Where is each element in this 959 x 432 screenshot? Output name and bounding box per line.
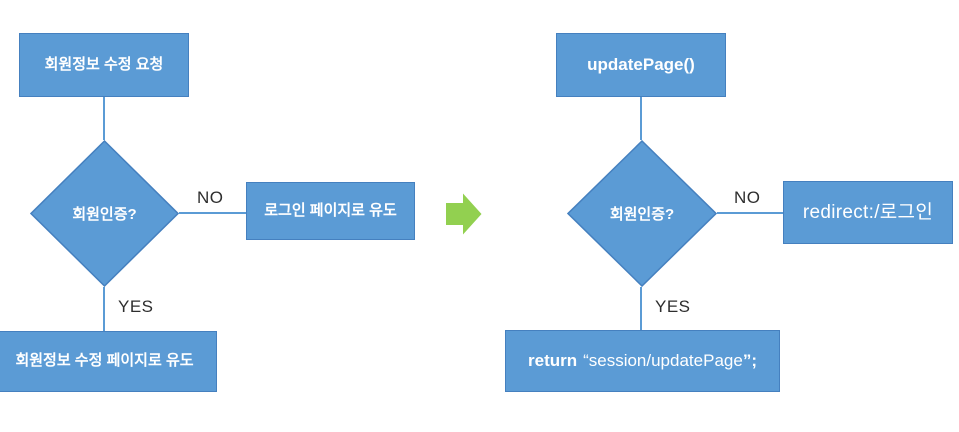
left-start-box-label: 회원정보 수정 요청 [44, 55, 164, 73]
return-tail: ”; [742, 351, 757, 371]
left-decision-label: 회원인증? [72, 206, 137, 223]
left-yes-edge-label: YES [118, 297, 154, 316]
right-connector-start-to-decision [640, 97, 642, 140]
diamond-shape [30, 140, 179, 287]
right-no-edge-label: NO [734, 188, 761, 207]
left-connector-yes [103, 287, 105, 331]
block-arrow-right-icon [446, 193, 482, 240]
right-decision-label: 회원인증? [609, 206, 675, 223]
right-no-box: redirect:/로그인 [783, 181, 953, 244]
left-no-box: 로그인 페이지로 유도 [246, 182, 415, 240]
return-body: “session/updatePage [583, 351, 743, 371]
right-decision-diamond: 회원인증? [567, 140, 717, 287]
return-keyword: return [528, 351, 578, 371]
right-connector-no [717, 212, 783, 214]
right-no-box-label: redirect:/로그인 [802, 201, 934, 223]
right-yes-box-code: return“session/updatePage”; [528, 350, 757, 371]
right-yes-box: return“session/updatePage”; [505, 330, 780, 392]
left-yes-box-label: 회원정보 수정 페이지로 유도 [15, 352, 194, 370]
left-no-edge-label: NO [197, 188, 224, 207]
diamond-shape [567, 140, 717, 287]
right-connector-yes [640, 287, 642, 330]
left-connector-no [179, 212, 246, 214]
left-decision-diamond: 회원인증? [30, 140, 179, 287]
left-connector-start-to-decision [103, 97, 105, 140]
left-yes-box: 회원정보 수정 페이지로 유도 [0, 331, 217, 392]
right-yes-edge-label: YES [655, 297, 691, 316]
left-no-box-label: 로그인 페이지로 유도 [264, 201, 397, 219]
right-start-box-label: updatePage() [587, 55, 695, 75]
right-start-box: updatePage() [556, 33, 726, 97]
left-start-box: 회원정보 수정 요청 [19, 33, 189, 97]
